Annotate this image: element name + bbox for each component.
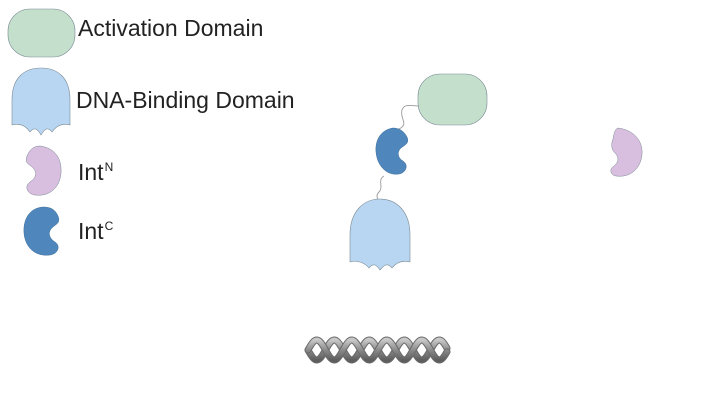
int-n-label: IntN <box>78 161 113 184</box>
linker-lower <box>376 175 385 202</box>
int-n-label-base: Int <box>78 159 104 185</box>
dna-binding-domain-label: DNA-Binding Domain <box>76 87 295 113</box>
dna-helix-icon <box>304 336 451 364</box>
dna-binding-domain-icon <box>11 67 71 136</box>
int-n-free <box>610 127 643 177</box>
int-c-label-sup: C <box>104 219 114 233</box>
int-c-bound <box>375 127 408 175</box>
activation-domain-icon <box>7 8 76 58</box>
activation-domain-label: Activation Domain <box>78 15 264 41</box>
int-c-label: IntC <box>78 220 113 243</box>
int-n-label-sup: N <box>104 160 114 174</box>
int-c-label-base: Int <box>78 218 104 244</box>
int-n-icon <box>26 145 62 196</box>
dna-binding-domain <box>349 198 411 271</box>
activation-domain <box>417 73 488 126</box>
helix-strand-2 <box>305 337 450 363</box>
int-c-icon <box>23 206 59 256</box>
linker-upper <box>395 104 420 132</box>
